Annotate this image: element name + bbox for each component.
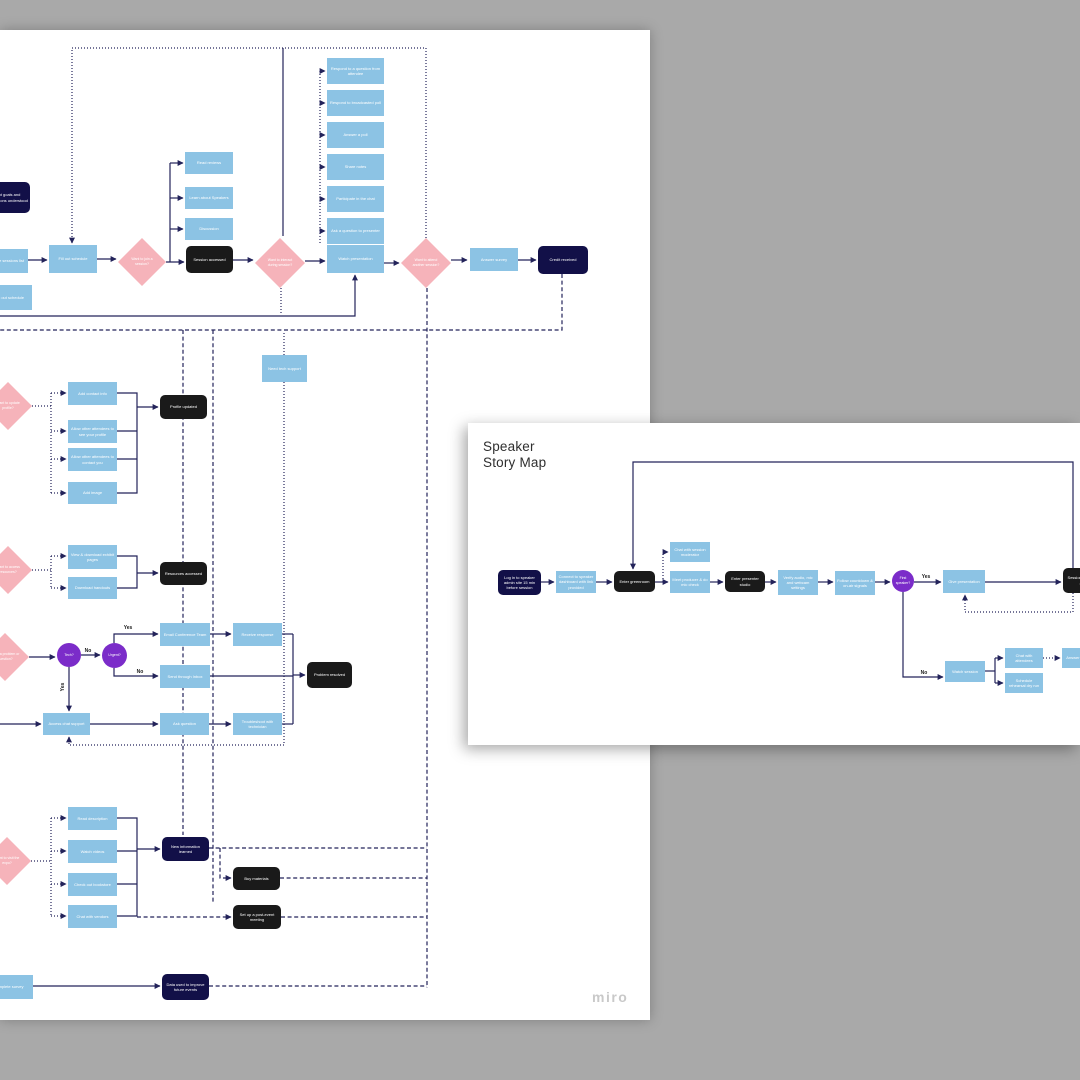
browse-sessions-step: Browse sessions list bbox=[0, 249, 28, 273]
answer-poll-option: Answer a poll bbox=[327, 122, 384, 148]
verify-av-step: Verify audio, mic and webcam settings bbox=[778, 570, 818, 595]
problem-resolved-endpoint: Problem resolved bbox=[307, 662, 352, 688]
post-event-meeting-endpoint: Set up a post-event meeting bbox=[233, 905, 281, 929]
data-improve-events-endpoint: Data used to improve future events bbox=[162, 974, 209, 1000]
participate-chat-option: Participate in the chat bbox=[327, 186, 384, 212]
add-image-option: Add image bbox=[68, 482, 117, 504]
download-handouts-option: Download handouts bbox=[68, 577, 117, 599]
share-notes-option: Share notes bbox=[327, 154, 384, 180]
another-session-decision: Want to attend another session? bbox=[401, 238, 451, 288]
speaker-login-step: Log in to speaker admin site 15 min befo… bbox=[498, 570, 541, 595]
print-schedule-step: Print out schedule bbox=[0, 285, 32, 310]
miro-logo: miro bbox=[592, 989, 629, 1005]
check-out-bookstore-option: Check out bookstore bbox=[68, 873, 117, 896]
follow-countdown-step: Follow countdown & on-air signals bbox=[835, 571, 875, 595]
expo-decision: Want to visit the expo? bbox=[0, 837, 31, 885]
enter-presenter-studio-step: Enter presenter studio bbox=[725, 571, 765, 592]
buy-materials-endpoint: Buy materials bbox=[233, 867, 280, 890]
new-information-endpoint: New information learned bbox=[162, 837, 209, 861]
chat-with-vendors-option: Chat with vendors bbox=[68, 905, 117, 928]
meet-producer-step: Meet producer & do mic check bbox=[670, 571, 710, 593]
read-reviews-option: Read reviews bbox=[185, 152, 233, 174]
enter-greenroom-step: Enter greenroom bbox=[614, 571, 655, 592]
connect-dashboard-step: Connect to speaker dashboard with link p… bbox=[556, 571, 596, 593]
give-presentation-step: Give presentation bbox=[943, 570, 985, 593]
ask-presenter-option: Ask a question to presenter bbox=[327, 218, 384, 244]
watch-presentation-step: Watch presentation bbox=[327, 245, 384, 273]
chat-moderator-option: Chat with session moderator bbox=[670, 542, 710, 562]
receive-response-step: Receive response bbox=[233, 623, 282, 646]
interact-decision: Want to interact during session? bbox=[255, 238, 305, 288]
update-profile-decision: Want to update profile? bbox=[0, 382, 32, 430]
broadcast-ends-endpoint: Session broadcast ends bbox=[1063, 568, 1080, 593]
profile-updated-endpoint: Profile updated bbox=[160, 395, 207, 419]
respond-poll-option: Respond to broadcasted poll bbox=[327, 90, 384, 116]
problem-decision: Have a problem or question? bbox=[0, 633, 29, 681]
answer-questions-step: Answer questions bbox=[1062, 648, 1080, 668]
yes-label-2: Yes bbox=[59, 682, 66, 692]
access-chat-support-step: Access chat support bbox=[43, 713, 90, 735]
need-tech-support-step: Need tech support bbox=[262, 355, 307, 382]
urgent-decision-circle: Urgent? bbox=[102, 643, 127, 668]
session-accessed-endpoint: Session accessed bbox=[186, 246, 233, 273]
email-conference-team-step: Email Conference Team bbox=[160, 623, 210, 646]
speaker-story-map-page: Speaker Story Map Log in to speaker admi… bbox=[468, 423, 1080, 745]
yes-label-1: Yes bbox=[123, 624, 133, 631]
no-label-1: No bbox=[84, 647, 92, 654]
chat-attendees-option: Chat with attendees bbox=[1005, 648, 1043, 668]
schedule-rehearsal-option: Schedule rehearsal dry run bbox=[1005, 673, 1043, 693]
credit-received-endpoint: Credit received bbox=[538, 246, 588, 274]
watch-videos-option: Watch videos bbox=[68, 840, 117, 863]
allow-see-profile-option: Allow other attendees to see your profil… bbox=[68, 420, 117, 443]
allow-contact-you-option: Allow other attendees to contact you bbox=[68, 448, 117, 471]
discussion-option: Discussion bbox=[185, 218, 233, 240]
respond-question-option: Respond to a question from attendee bbox=[327, 58, 384, 84]
ask-question-step: Ask question bbox=[160, 713, 209, 735]
read-description-option: Read description bbox=[68, 807, 117, 830]
first-speaker-decision-circle: First speaker? bbox=[892, 570, 914, 592]
speaker-no-label: No bbox=[920, 669, 928, 676]
fill-out-schedule-step: Fill out schedule bbox=[49, 245, 97, 273]
send-through-inbox-step: Send through Inbox bbox=[160, 665, 210, 688]
goal-understood-endpoint: Event goals and expectations understood bbox=[0, 182, 30, 213]
no-label-2: No bbox=[136, 668, 144, 675]
view-exhibit-pages-option: View & download exhibit pages bbox=[68, 545, 117, 569]
resources-accessed-endpoint: Resources accessed bbox=[160, 562, 207, 585]
speaker-story-map-title: Speaker Story Map bbox=[483, 439, 547, 471]
answer-survey-step: Answer survey bbox=[470, 248, 518, 271]
troubleshoot-technician-step: Troubleshoot with technician bbox=[233, 713, 282, 735]
speaker-yes-label: Yes bbox=[921, 573, 931, 580]
join-session-decision: Want to join a session? bbox=[118, 238, 166, 286]
learn-about-speakers-option: Learn about Speakers bbox=[185, 187, 233, 209]
resources-decision: Want to access resources? bbox=[0, 546, 32, 594]
tech-decision-circle: Tech? bbox=[57, 643, 81, 667]
add-contact-info-option: Add contact info bbox=[68, 382, 117, 405]
complete-survey-step: Complete survey bbox=[0, 975, 33, 999]
watch-session-step: Watch session bbox=[945, 661, 985, 682]
